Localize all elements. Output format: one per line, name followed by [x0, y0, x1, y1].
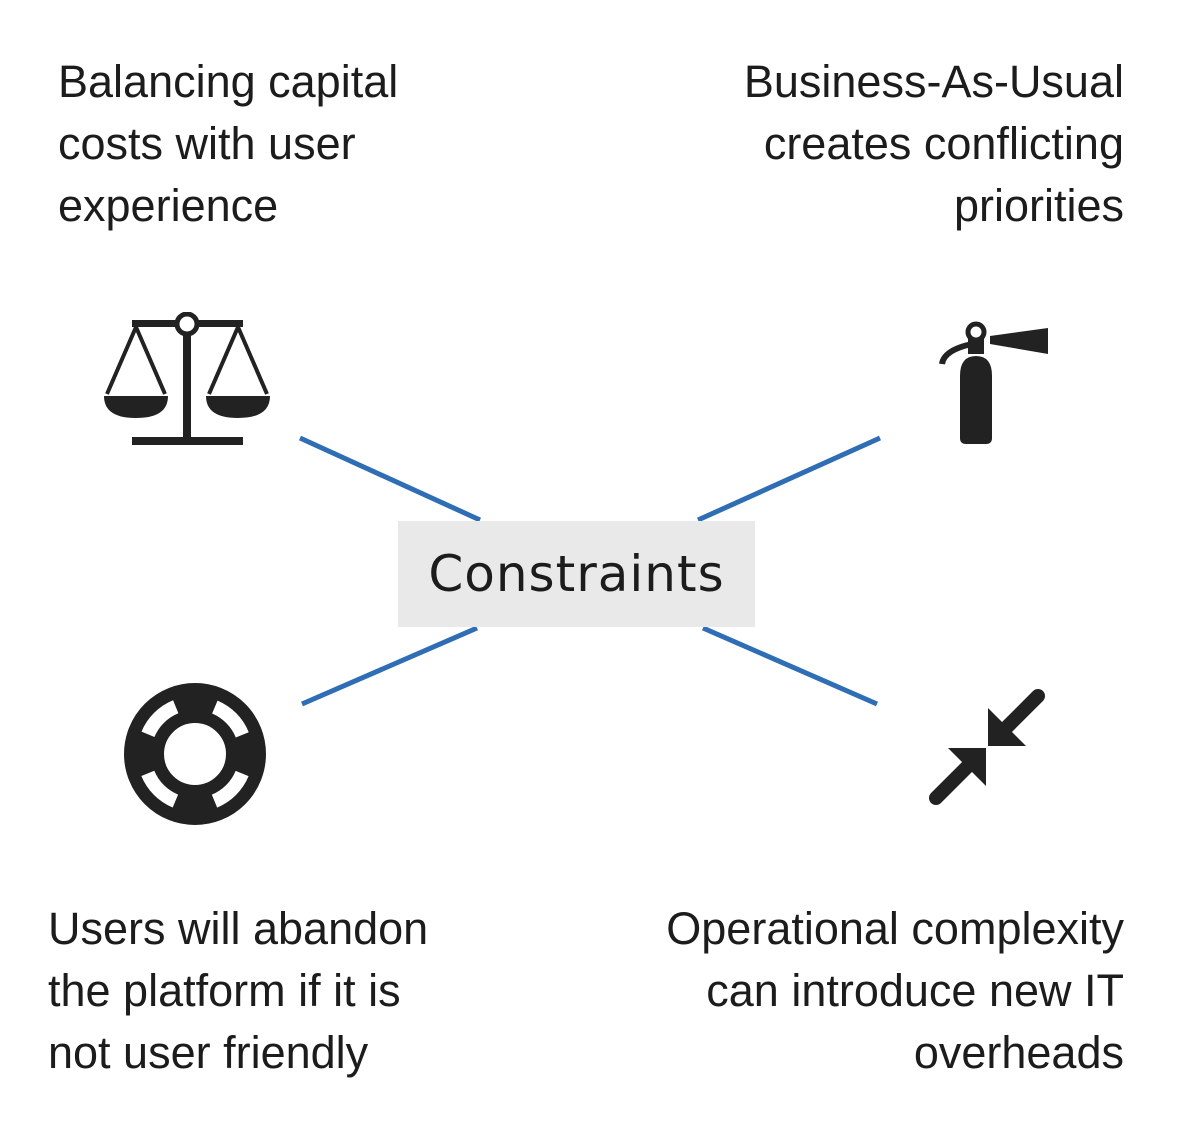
text-line: overheads	[913, 1027, 1124, 1078]
text-line: creates conflicting	[763, 118, 1124, 169]
constraint-text-operational-complexity: Operational complexity can introduce new…	[666, 898, 1124, 1084]
text-line: the platform if it is	[48, 965, 401, 1016]
text-line: costs with user	[58, 118, 356, 169]
text-line: priorities	[953, 180, 1124, 231]
text-line: not user friendly	[48, 1027, 369, 1078]
connector-bottom-right	[701, 625, 879, 707]
constraints-box: Constraints	[398, 521, 755, 627]
constraint-text-business-as-usual: Business-As-Usual creates conflicting pr…	[744, 51, 1124, 237]
text-line: Business-As-Usual	[743, 56, 1124, 107]
compress-arrows-icon	[929, 689, 1045, 805]
text-line: Operational complexity	[666, 903, 1124, 954]
text-line: can introduce new IT	[706, 965, 1124, 1016]
fire-extinguisher-icon	[939, 321, 1048, 444]
connector-bottom-left	[301, 625, 478, 707]
lifebuoy-icon	[124, 683, 266, 825]
connector-top-right	[696, 435, 882, 523]
connector-top-left	[298, 435, 482, 523]
text-line: Users will abandon	[48, 903, 429, 954]
constraint-text-capital-costs: Balancing capital costs with user experi…	[58, 51, 398, 237]
text-line: Balancing capital	[58, 56, 399, 107]
text-line: experience	[58, 180, 279, 231]
center-label: Constraints	[428, 545, 725, 603]
constraint-text-user-friendly: Users will abandon the platform if it is…	[48, 898, 428, 1084]
balance-scale-icon	[104, 312, 270, 445]
